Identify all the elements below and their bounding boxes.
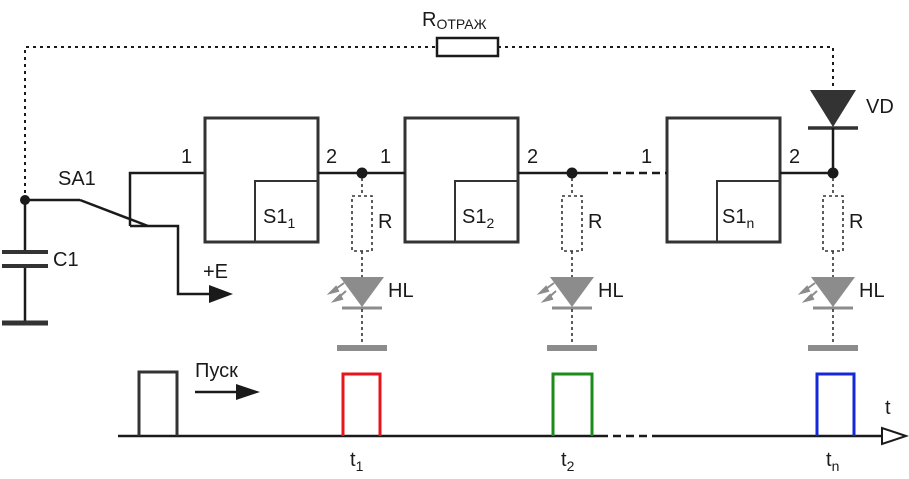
supply-label: +E (203, 261, 228, 283)
feedback-resistor (435, 36, 500, 58)
output-resistor-label-n: R (849, 211, 863, 233)
time-label-2: t2 (561, 449, 575, 474)
stage-pin-out-1: 2 (326, 146, 337, 168)
led-2 (550, 277, 594, 307)
switch-label: SA1 (58, 168, 96, 190)
output-resistor-n (822, 195, 844, 252)
led-rays-n (797, 282, 818, 303)
led-rays-1 (326, 282, 347, 303)
feedback-resistor-label: RОТРАЖ (422, 9, 487, 32)
output-pulse-1 (341, 372, 382, 436)
output-resistor-1 (351, 195, 373, 252)
diode-vd (810, 90, 856, 127)
supply-arrow (209, 285, 233, 303)
stage-pin-out-n: 2 (789, 146, 800, 168)
output-node-1 (356, 167, 368, 179)
start-label: Пуск (195, 360, 238, 382)
led-label-1: HL (388, 280, 414, 302)
feedback-wire-right (498, 46, 834, 90)
stage-inner-1 (254, 180, 318, 242)
led-label-2: HL (598, 280, 624, 302)
stage-pin-in-1: 1 (181, 146, 192, 168)
switch-contact-upper (128, 171, 205, 226)
stage-pin-in-2: 1 (380, 146, 391, 168)
output-pulse-2 (551, 372, 594, 436)
start-arrow-head (236, 384, 260, 400)
time-label-n: tn (826, 449, 839, 474)
stage-inner-n (716, 180, 780, 242)
output-pulse-n (815, 372, 856, 436)
start-pulse (137, 370, 179, 436)
switch-blade (79, 198, 149, 228)
feedback-wire-left (24, 46, 437, 200)
led-1 (340, 277, 384, 307)
led-rays-2 (536, 282, 557, 303)
capacitor-label: C1 (53, 249, 79, 271)
output-resistor-label-1: R (378, 211, 392, 233)
stage-label-1: S11 (263, 206, 295, 231)
stage-pin-in-n: 1 (641, 146, 652, 168)
diode-label: VD (866, 96, 894, 118)
time-axis-label: t (885, 397, 891, 419)
led-label-n: HL (859, 280, 885, 302)
stage-pin-out-2: 2 (527, 146, 538, 168)
time-label-1: t1 (350, 449, 364, 474)
led-n (811, 277, 855, 307)
stage-label-n: S1n (722, 206, 754, 231)
output-node-n (827, 167, 839, 179)
output-resistor-2 (561, 195, 583, 252)
output-node-2 (566, 167, 578, 179)
switch-contact-lower (130, 224, 213, 296)
time-axis-arrow (881, 426, 909, 446)
stage-label-2: S12 (462, 206, 494, 231)
output-resistor-label-2: R (588, 211, 602, 233)
stage-inner-2 (454, 180, 518, 242)
